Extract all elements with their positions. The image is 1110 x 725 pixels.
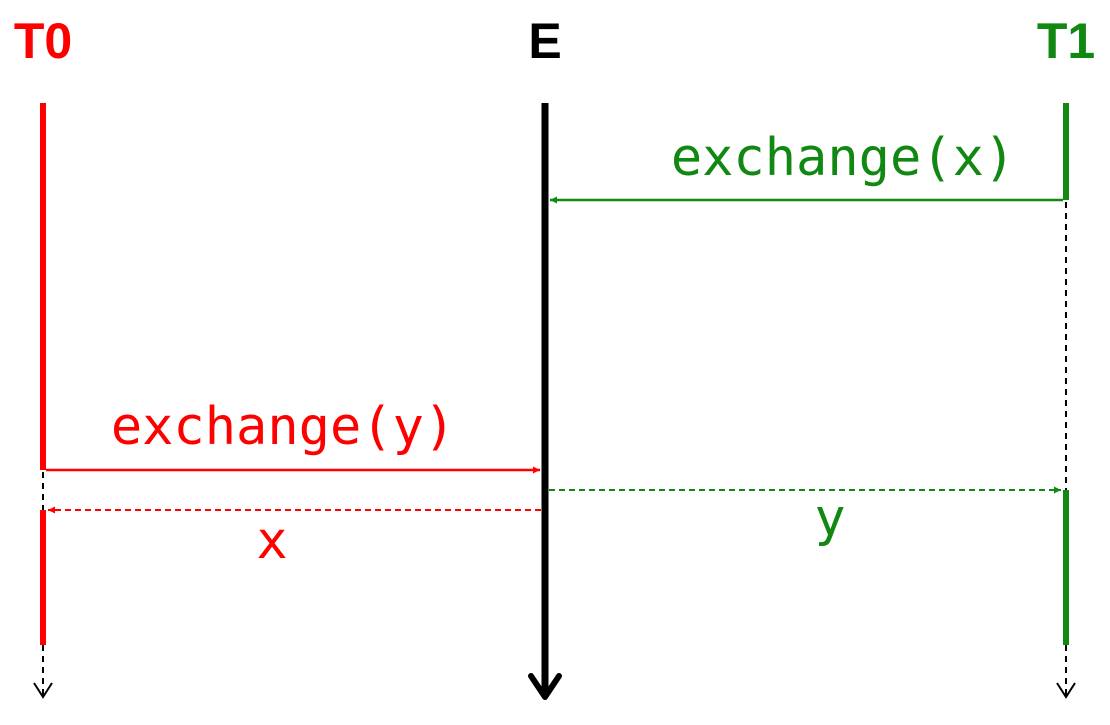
t1-tail-open-arrow [1056,682,1076,699]
t1-actor-label: T1 [1037,13,1095,69]
message-t0-exchange-y: exchange(y) [46,397,540,474]
e-actor-label: E [528,13,561,69]
t1-lifeline [1056,103,1076,699]
t0-lifeline [33,103,53,699]
response-e-to-t1-y: y [549,486,1061,548]
e-lifeline-arrowhead [528,673,562,700]
exchange-y-label: exchange(y) [111,397,455,457]
response-e-to-t0-x: x [48,506,541,571]
t0-tail-open-arrow [33,682,53,699]
t0-actor-label: T0 [14,13,72,69]
message-t1-exchange-x: exchange(x) [550,128,1063,204]
exchange-x-label: exchange(x) [671,128,1015,188]
e-lifeline [528,103,562,700]
y-return-label: y [814,488,845,548]
x-return-label: x [256,511,287,571]
